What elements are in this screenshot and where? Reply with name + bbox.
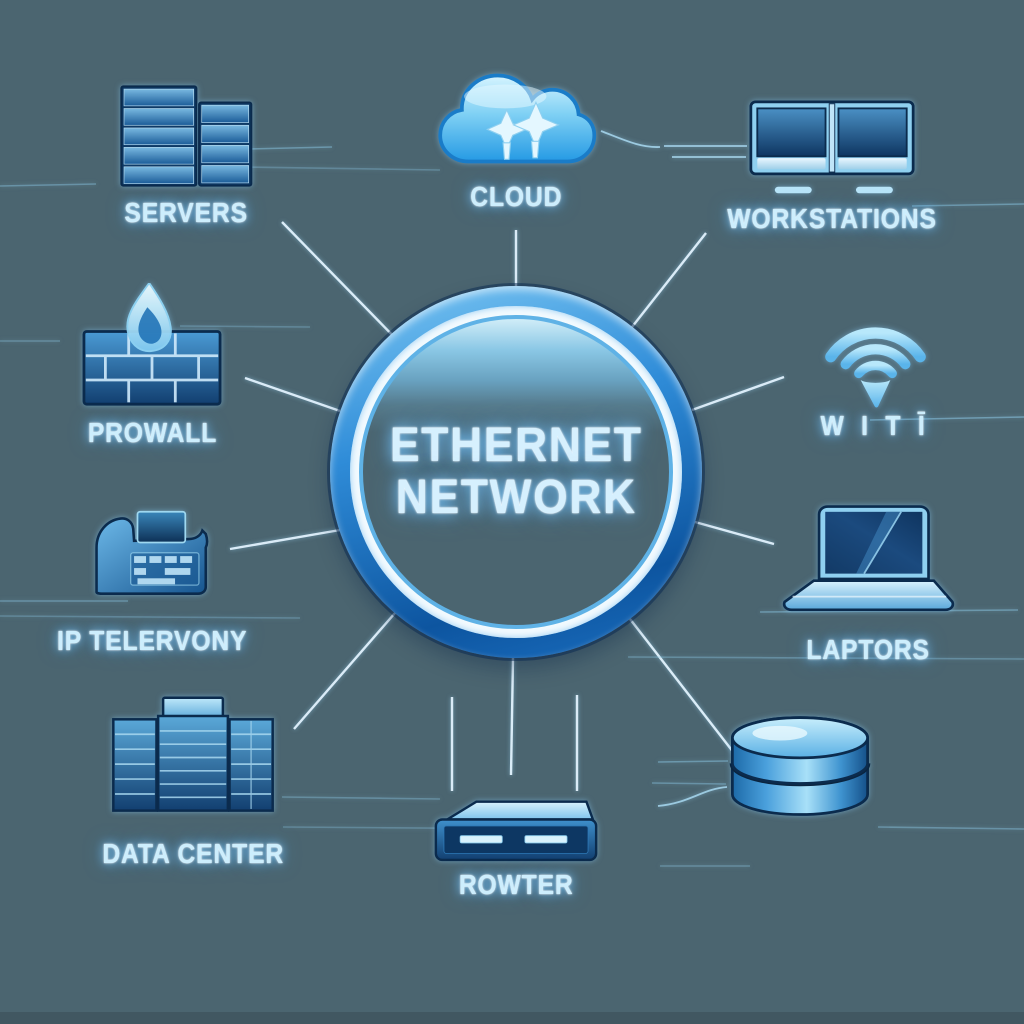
spoke-database (629, 618, 735, 754)
router-label: ROWTER (458, 869, 574, 900)
node-firewall: PROWALL (62, 283, 242, 449)
laptops-label: LAPTORS (806, 634, 930, 665)
data-center-icon (112, 696, 274, 812)
hub-title-line2: NETWORK (395, 471, 637, 524)
ip-telephony-label: IP TELERVONY (56, 625, 248, 656)
node-wifi: W I T Ī (785, 298, 965, 442)
ethernet-network-hub: ETHERNET NETWORK (330, 286, 702, 658)
data-center-label: DATA CENTER (102, 838, 284, 869)
servers-label: SERVERS (124, 197, 249, 228)
node-cloud: CLOUD (426, 68, 606, 213)
node-database (726, 714, 874, 820)
node-laptops: LAPTORS (770, 503, 966, 666)
database-icon (729, 716, 871, 816)
node-ip-telephony: IP TELERVONY (32, 503, 272, 657)
spoke-router-center (509, 657, 515, 776)
spoke-laptops (694, 520, 775, 546)
bottom-edge-strip (0, 1012, 1024, 1024)
spoke-wifi (691, 375, 785, 412)
servers-icon (119, 85, 252, 187)
node-workstations: WORKSTATIONS (727, 100, 936, 235)
spoke-ip-telephony (229, 528, 341, 551)
wifi-icon (824, 327, 926, 408)
spoke-firewall (244, 376, 341, 413)
noise-streaks (0, 146, 1024, 867)
firewall-icon (82, 283, 222, 406)
spoke-servers (281, 221, 404, 347)
laptop-icon (782, 505, 954, 612)
wifi-label: W I T Ī (820, 410, 930, 441)
hub-white-ring: ETHERNET NETWORK (350, 306, 682, 638)
link-cloud-curve (600, 130, 661, 148)
hub-title-line1: ETHERNET (389, 419, 643, 473)
node-servers: SERVERS (99, 85, 274, 229)
node-router: ROWTER (421, 795, 611, 901)
cloud-label: CLOUD (469, 181, 562, 212)
link-database-router (657, 786, 728, 807)
ip-phone-icon (95, 510, 209, 595)
hub-inner-circle: ETHERNET NETWORK (359, 315, 673, 629)
firewall-label: PROWALL (87, 417, 217, 448)
cloud-icon (437, 73, 596, 164)
spoke-data-center (293, 612, 396, 730)
workstations-icon (749, 100, 915, 194)
hub-title: ETHERNET NETWORK (390, 420, 643, 524)
node-data-center: DATA CENTER (95, 696, 291, 870)
spoke-workstations (631, 232, 707, 328)
workstations-label: WORKSTATIONS (727, 203, 937, 234)
router-icon (434, 800, 598, 862)
